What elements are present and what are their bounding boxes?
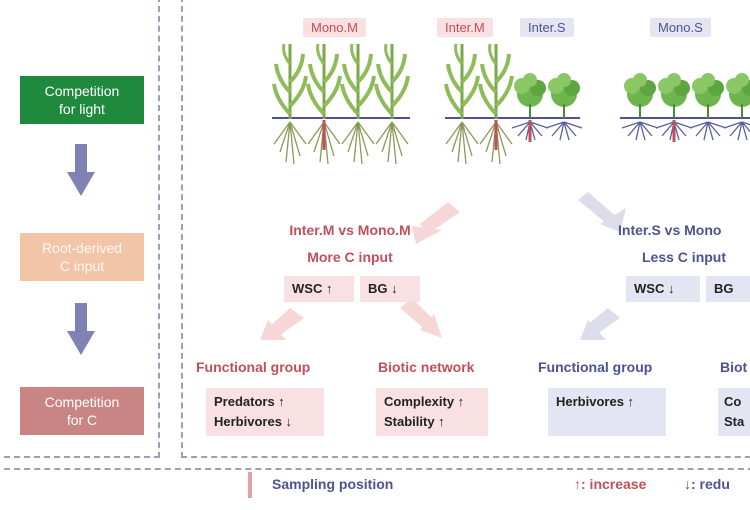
net-m-item-1: Complexity ↑ xyxy=(384,394,465,409)
biotic-network-s-title: Biot xyxy=(720,359,748,375)
label-inter-m: Inter.M xyxy=(437,18,493,37)
functional-group-m-panel: Predators ↑ Herbivores ↓ xyxy=(206,388,324,436)
connector-arrows xyxy=(260,192,626,340)
functional-group-s-panel: Herbivores ↑ xyxy=(548,388,666,436)
flow-arrow-1 xyxy=(67,144,95,196)
plants-illustration xyxy=(272,42,750,166)
competition-c-box: Competition for C xyxy=(20,387,144,435)
competition-light-box: Competition for light xyxy=(20,76,144,124)
label-inter-s: Inter.S xyxy=(520,18,574,37)
bg-m-badge: BG ↓ xyxy=(360,276,420,302)
flow-arrow-2 xyxy=(67,303,95,355)
legend-reduce: ↓: redu xyxy=(684,476,730,492)
comparison-m-sub: More C input xyxy=(307,249,393,265)
sampling-position-label: Sampling position xyxy=(272,476,394,492)
functional-group-m-title: Functional group xyxy=(196,359,311,375)
bg-s-badge: BG xyxy=(706,276,750,302)
label-mono-s: Mono.S xyxy=(650,18,711,37)
main-panel-frame xyxy=(181,0,750,458)
comparison-m-title: Inter.M vs Mono.M xyxy=(289,222,411,238)
biotic-network-m-panel: Complexity ↑ Stability ↑ xyxy=(376,388,488,436)
label-mono-m: Mono.M xyxy=(303,18,366,37)
func-s-item-1: Herbivores ↑ xyxy=(556,394,635,409)
root-derived-c-box: Root-derived C input xyxy=(20,233,144,281)
func-m-item-2: Herbivores ↓ xyxy=(214,414,293,429)
net-m-item-2: Stability ↑ xyxy=(384,414,445,429)
net-s-item-1: Co xyxy=(724,394,742,409)
functional-group-s-title: Functional group xyxy=(538,359,653,375)
sampling-position-marker xyxy=(248,472,252,498)
left-panel-frame xyxy=(0,0,160,458)
legend-increase: ↑: increase xyxy=(574,476,647,492)
wsc-s-badge: WSC ↓ xyxy=(626,276,700,302)
wsc-m-badge: WSC ↑ xyxy=(284,276,354,302)
net-s-item-2: Sta xyxy=(724,414,745,429)
biotic-network-m-title: Biotic network xyxy=(378,359,475,375)
legend-divider xyxy=(0,468,750,510)
comparison-s-sub: Less C input xyxy=(642,249,727,265)
biotic-network-s-panel: Co Sta xyxy=(718,388,750,436)
func-m-item-1: Predators ↑ xyxy=(214,394,285,409)
comparison-s-title: Inter.S vs Mono xyxy=(618,222,722,238)
